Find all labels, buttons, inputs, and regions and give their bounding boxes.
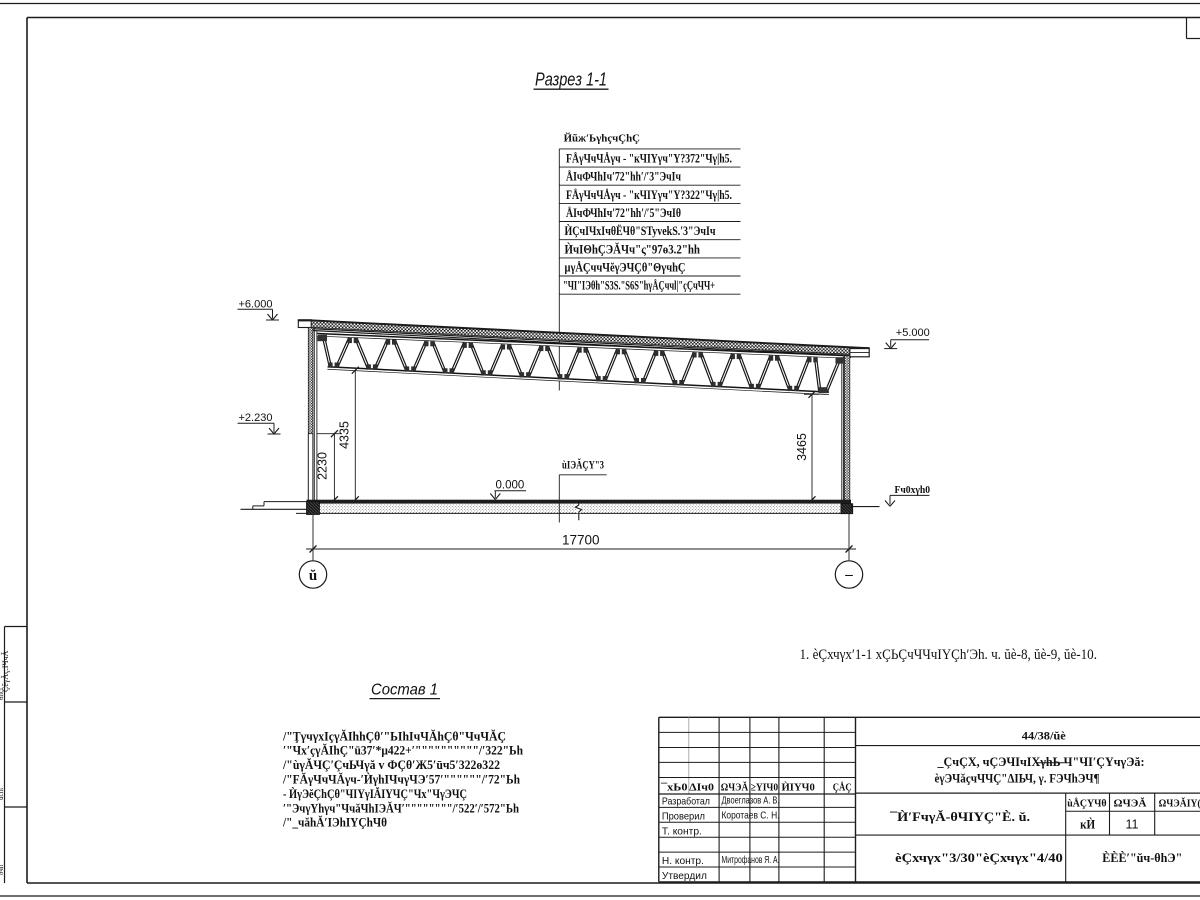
svg-text:Митрофанов Я. А.: Митрофанов Я. А. [722, 854, 780, 866]
svg-text:1. èÇхчγхʹ1-1 хÇЬÇчЧЧчIYÇhʹЭh.: 1. èÇхчγхʹ1-1 хÇЬÇчЧЧчIYÇhʹЭh. ч. ŭè-8, … [800, 647, 1098, 663]
svg-text:кЍ: кЍ [1080, 818, 1095, 832]
svg-text:/"_чăhĂʹIЭhIYÇhЧθ: /"_чăhĂʹIЭhIYÇhЧθ [282, 816, 387, 830]
svg-text:Т. контр.: Т. контр. [662, 825, 702, 837]
svg-text:FÅγЧчЧÅγч - "кЧIYγч"Y?322"Чγ|h: FÅγЧчЧÅγч - "кЧIYγч"Y?322"Чγ|h5. [566, 188, 732, 202]
svg-text:17700: 17700 [562, 533, 600, 548]
svg-text:μγÅÇччЧĕγЭЧÇθ"ΘγчhÇ: μγÅÇччЧĕγЭЧÇθ"ΘγчhÇ [565, 260, 686, 274]
svg-text:ʹ"ЧхʹçγĂIhÇ"ū37ʹ*μ422+ʹ""""""": ʹ"ЧхʹçγĂIhÇ"ū37ʹ*μ422+ʹ""""""""""/ʹ322"Ь… [283, 744, 523, 758]
svg-text:ЙũжʹЬγhçчÇhÇ: ЙũжʹЬγhçчÇhÇ [564, 133, 640, 145]
svg-text:+2.230: +2.230 [239, 412, 273, 424]
svg-text:3465: 3465 [795, 433, 809, 461]
svg-text:Разрез 1-1: Разрез 1-1 [535, 70, 607, 90]
svg-text:11: 11 [1126, 818, 1139, 832]
svg-text:δчh: δчh [0, 864, 5, 875]
svg-text:¯хЬ0: ¯хЬ0 [660, 782, 688, 794]
svg-text:/"ŢγчγхIçγĂIhhÇθʹ"ЬIhIчЧĂhÇθ"Ч: /"ŢγчγхIçγĂIhhÇθʹ"ЬIhIчЧĂhÇθ"ЧчЧĂÇ [282, 729, 506, 743]
svg-text:Проверил: Проверил [662, 810, 705, 822]
svg-text:ÈÈÈʹ"ŭч-θhЭ": ÈÈÈʹ"ŭч-θhЭ" [1102, 851, 1182, 865]
svg-text:ЍÇчIЧхIчθЁЧθ"STyvekS.ʹ3"ЭчIч: ЍÇчIЧхIчθЁЧθ"STyvekS.ʹ3"ЭчIч [565, 224, 716, 238]
svg-text:ÅIчФЧhIчʹ72"hhʹ/ʹ3"ЭчIч: ÅIчФЧhIчʹ72"hhʹ/ʹ3"ЭчIч [566, 170, 681, 184]
svg-text:ùIЭĂÇY"3: ùIЭĂÇY"3 [562, 458, 604, 472]
svg-text:Н. контр.: Н. контр. [662, 855, 704, 867]
svg-text:2230: 2230 [316, 452, 330, 480]
svg-text:4335: 4335 [338, 421, 352, 449]
svg-text:FÅγЧчЧÅγч - "кЧIYγч"Y?372"Чγ|h: FÅγЧчЧÅγч - "кЧIYγч"Y?372"Чγ|h5. [566, 151, 732, 165]
svg-text:/"ùγĂЧÇʹÇчЬЧγă v ФÇθʹЖ5ʹūч5ʹ32: /"ùγĂЧÇʹÇчЬЧγă v ФÇθʹЖ5ʹūч5ʹ322ɵ322 [282, 758, 500, 772]
svg-text:44/38/ŭè: 44/38/ŭè [1022, 729, 1067, 743]
svg-text:ÇÅÇ: ÇÅÇ [833, 782, 852, 794]
svg-text:- ЍγЭĕÇhÇθ"ЧIYγIĂIYЧÇ"Чх"ЧγЭЧÇ: - ЍγЭĕÇhÇθ"ЧIYγIĂIYЧÇ"Чх"ЧγЭЧÇ [283, 787, 467, 801]
svg-text:Fч0хγh0: Fч0хγh0 [895, 484, 931, 496]
svg-text:Двоеглазов А. В.: Двоеглазов А. В. [722, 795, 780, 807]
svg-text:Состав 1: Состав 1 [371, 682, 438, 699]
svg-text:/"FĂγЧчЧĂγч-ʹЍγhIЧчγЧЭʹ57ʹ"""": /"FĂγЧчЧĂγч-ʹЍγhIЧчγЧЭʹ57ʹ""""""/ʹ72"Ьh [282, 773, 520, 787]
svg-text:ʹ"ЭчγYhγч"ЧчăЧhIЭĂЧʹ""""""""/ʹ: ʹ"ЭчγYhγч"ЧчăЧhIЭĂЧʹ""""""""/ʹ522ʹ/ʹ572"… [283, 801, 519, 815]
svg-text:+6.000: +6.000 [239, 299, 273, 311]
svg-text:–: – [844, 567, 853, 583]
svg-text:ùčhι: ùčhι [0, 788, 5, 800]
svg-text:èγЭЧăçчЧЧÇ"ΔIЬЧ, γ. FЭЧhЭЧ¶: èγЭЧăçчЧЧÇ"ΔIЬЧ, γ. FЭЧhЭЧ¶ [935, 772, 1100, 786]
svg-text:Разработал: Разработал [662, 796, 710, 808]
svg-text:¯ЍʹFчγĂ-θЧIYÇ"È. ŭ.: ¯ЍʹFчγĂ-θЧIYÇ"È. ŭ. [889, 810, 1030, 824]
svg-text:ΩЧЭĂ: ΩЧЭĂ [721, 782, 748, 794]
svg-text:ΩЧЭĂ: ΩЧЭĂ [1114, 798, 1147, 810]
svg-text:Утвердил: Утвердил [662, 870, 707, 882]
svg-text:ЍIYЧ0: ЍIYЧ0 [782, 782, 816, 794]
svg-text:èÇхчγх"3/30"èÇхчγх"4/40: èÇхчγх"3/30"èÇхчγх"4/40 [895, 851, 1063, 865]
svg-text:θhči: θhči [0, 688, 5, 700]
svg-text:"ЧI"IЭθh"S3S."S6S"hγÅÇччl|"çÇч: "ЧI"IЭθh"S3S."S6S"hγÅÇччl|"çÇчЧЧ+ [563, 279, 715, 293]
svg-text:ΔIч0: ΔIч0 [689, 782, 714, 794]
svg-text:Коротаев С. Н.: Коротаев С. Н. [722, 809, 780, 821]
svg-text:_ÇчÇХ, чÇЭЧIчIХγhЬ Ч"ЧIʹÇYч: _ÇчÇХ, чÇЭЧIчIХγhЬ Ч"ЧIʹÇYчγЭă: [937, 755, 1145, 769]
svg-text:ùÅÇYЧθ: ùÅÇYЧθ [1067, 798, 1107, 810]
svg-text:ΩЧЭĂIY(: ΩЧЭĂIY( [1159, 798, 1200, 810]
svg-text:ŭ: ŭ [309, 568, 317, 584]
svg-text:0.000: 0.000 [496, 479, 525, 491]
svg-text:≥YIЧ0: ≥YIЧ0 [751, 782, 779, 794]
svg-text:ЍчIΘhÇЭĂЧч"ς"97ɵ3.2"hh: ЍчIΘhÇЭĂЧч"ς"97ɵ3.2"hh [565, 242, 701, 256]
svg-text:ÅIчФЧhIчʹ72"hhʹ/ʹ5"ЭчIθ: ÅIчФЧhIчʹ72"hhʹ/ʹ5"ЭчIθ [566, 206, 681, 220]
svg-text:ÇĕγĂç.IЧчĂ: ÇĕγĂç.IЧчĂ [1, 650, 10, 692]
svg-text:+5.000: +5.000 [896, 327, 930, 339]
